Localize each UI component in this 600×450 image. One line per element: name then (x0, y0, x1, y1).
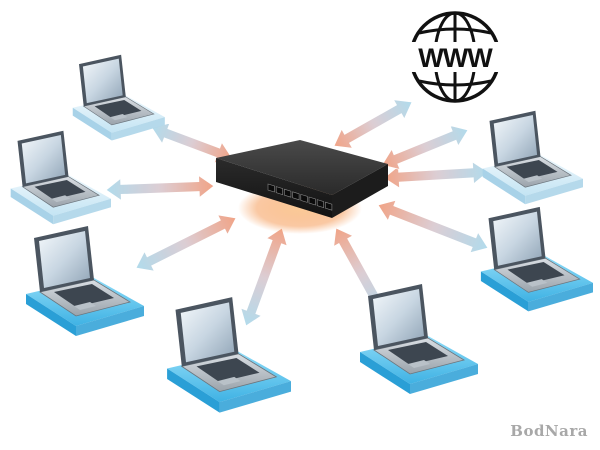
double-arrow-icon (381, 124, 469, 171)
double-arrow-icon (240, 227, 288, 327)
network-switch (216, 140, 388, 218)
laptop-icon (10, 130, 112, 225)
port-icon (284, 188, 292, 198)
switch-side-face (332, 164, 388, 218)
laptop-icon (480, 206, 593, 312)
port-icon (267, 183, 275, 193)
double-arrow-icon (377, 199, 489, 254)
connection-arrows (105, 99, 489, 327)
port-icon (300, 193, 308, 203)
port-icon (275, 186, 284, 196)
double-arrow-icon (383, 161, 489, 189)
laptop-icon (26, 226, 144, 336)
laptop-icon (482, 110, 583, 205)
switch-top-face (216, 140, 388, 195)
port-icon (292, 191, 300, 201)
port-icon (316, 199, 325, 209)
port-icon (325, 201, 333, 211)
laptops (10, 54, 593, 413)
laptop-icon (167, 297, 291, 413)
double-arrow-icon (105, 174, 215, 202)
double-arrow-icon (135, 214, 237, 272)
globe-label: WWW (418, 43, 493, 73)
watermark: BodNara (510, 422, 588, 440)
globe-icon: WWW (405, 11, 505, 103)
switch-ports (267, 183, 333, 211)
port-icon (308, 196, 316, 206)
laptop-icon (72, 54, 165, 141)
double-arrow-icon (333, 99, 413, 149)
laptop-icon (360, 284, 478, 394)
